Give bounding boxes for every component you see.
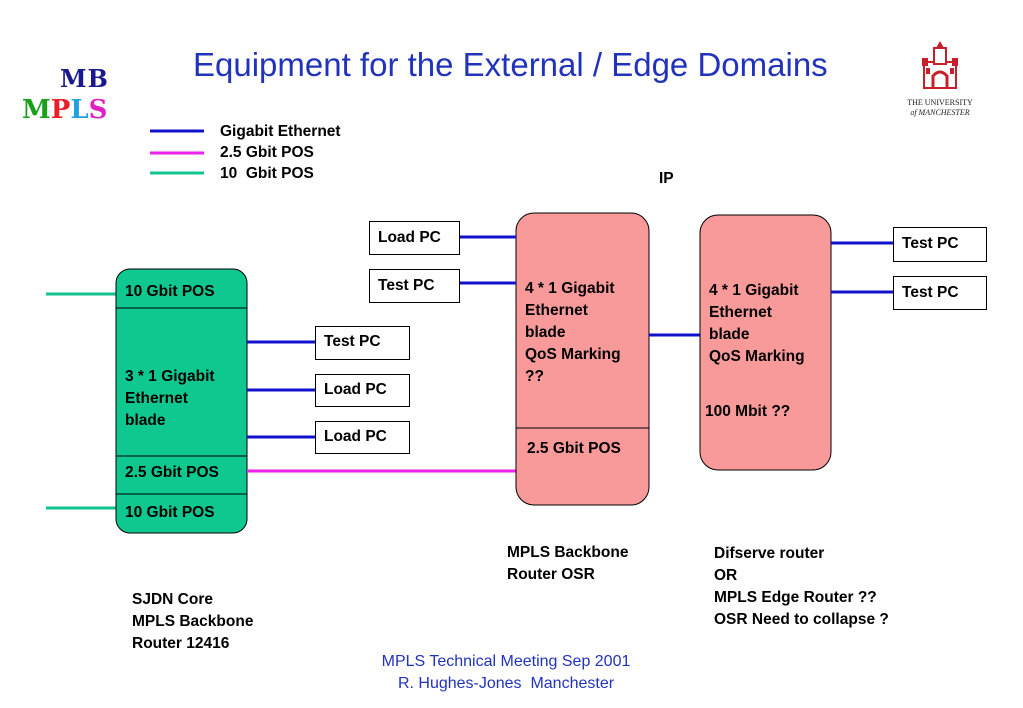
legend-label-pos10: 10 Gbit POS bbox=[220, 165, 314, 182]
footer-line-2: R. Hughes-Jones Manchester bbox=[397, 675, 615, 692]
logo-mpls: MPLS bbox=[22, 95, 107, 125]
core-section-10g-bottom: 10 Gbit POS bbox=[125, 504, 215, 521]
core-section-pos25: 2.5 Gbit POS bbox=[125, 464, 219, 481]
logo-letter-p: P bbox=[50, 95, 71, 125]
osr-load-pc: Load PC bbox=[369, 221, 460, 255]
logo-letter-s: S bbox=[88, 95, 108, 125]
university-name: THE UNIVERSITY of MANCHESTER bbox=[900, 98, 980, 118]
edge-speed-label: 100 Mbit ?? bbox=[705, 403, 791, 420]
ip-label: IP bbox=[659, 170, 674, 187]
university-line2: of MANCHESTER bbox=[910, 108, 970, 117]
core-test-pc: Test PC bbox=[315, 326, 410, 360]
edge-router-caption: Difserve router OR MPLS Edge Router ?? O… bbox=[714, 545, 889, 628]
core-load-pc-2: Load PC bbox=[315, 421, 410, 454]
footer: MPLS Technical Meeting Sep 2001 R. Hughe… bbox=[306, 651, 706, 695]
logo-mb: MB bbox=[60, 64, 109, 93]
legend-label-pos25: 2.5 Gbit POS bbox=[220, 144, 314, 161]
edge-test-pc-1: Test PC bbox=[893, 227, 987, 262]
core-section-10g-top: 10 Gbit POS bbox=[125, 283, 215, 300]
edge-test-pc-2: Test PC bbox=[893, 276, 987, 310]
edge-router-box bbox=[699, 214, 832, 471]
core-router-caption: SJDN Core MPLS Backbone Router 12416 bbox=[132, 591, 254, 652]
footer-line-1: MPLS Technical Meeting Sep 2001 bbox=[381, 653, 631, 670]
osr-pos-label: 2.5 Gbit POS bbox=[527, 440, 621, 457]
logo-letter-m: M bbox=[22, 95, 51, 125]
osr-test-pc: Test PC bbox=[369, 269, 460, 303]
logo-letter-l: L bbox=[70, 95, 89, 125]
university-crest-icon bbox=[922, 41, 958, 89]
core-load-pc-1: Load PC bbox=[315, 374, 410, 407]
university-line1: THE UNIVERSITY bbox=[907, 98, 973, 107]
core-router-box bbox=[115, 268, 248, 534]
core-section-gigabit-blade: 3 * 1 Gigabit Ethernet blade bbox=[125, 368, 215, 429]
osr-router-caption: MPLS Backbone Router OSR bbox=[507, 544, 629, 583]
page-title: Equipment for the External / Edge Domain… bbox=[193, 46, 828, 83]
edge-blade-label: 4 * 1 Gigabit Ethernet blade QoS Marking bbox=[709, 282, 805, 365]
legend-label-gigabit: Gigabit Ethernet bbox=[220, 123, 341, 140]
osr-router-box bbox=[515, 212, 650, 506]
osr-blade-label: 4 * 1 Gigabit Ethernet blade QoS Marking… bbox=[525, 280, 621, 385]
